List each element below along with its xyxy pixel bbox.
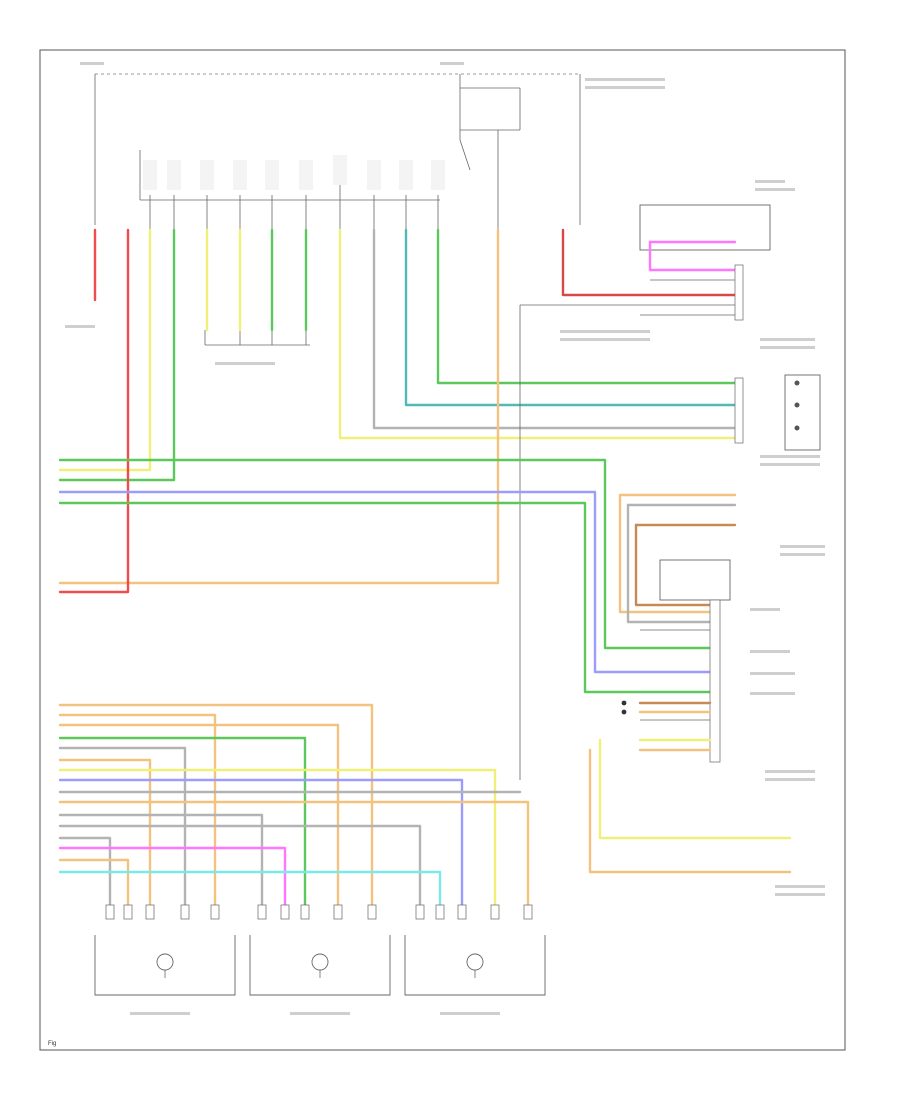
blower-motor (734, 374, 821, 451)
recirc-actuator (249, 935, 391, 996)
actuator-harness (58, 703, 530, 907)
temp-actuator (404, 935, 546, 996)
figure-corner-label: Fig (48, 1041, 56, 1047)
mode-actuator (94, 935, 236, 996)
body-control-module (519, 204, 771, 780)
fuse-panel (143, 155, 445, 346)
fuse-labels (143, 155, 445, 190)
illegible-labels (65, 62, 825, 1015)
main-harness (58, 458, 737, 694)
power-bus (94, 73, 581, 230)
fuse-output-wires (58, 228, 737, 594)
ac-control-module (588, 559, 792, 874)
diagram-frame (39, 49, 846, 1051)
actuator-connectors (105, 904, 533, 920)
